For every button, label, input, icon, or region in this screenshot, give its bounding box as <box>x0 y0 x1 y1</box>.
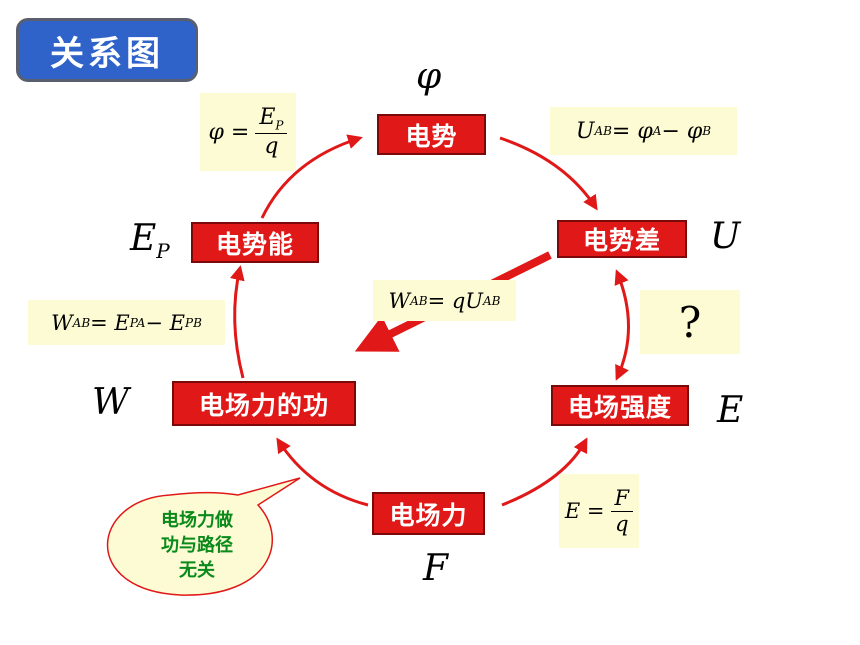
title-badge: 关系图 <box>16 18 198 82</box>
arrow-force-to-work <box>276 437 369 507</box>
symbol-E: E <box>717 390 744 431</box>
callout-bubble <box>106 477 301 596</box>
node-potential: 电势 <box>377 114 486 155</box>
symbol-W: W <box>92 382 130 423</box>
callout-text: 电场力做 功与路径 无关 <box>122 508 272 583</box>
symbol-phi: φ <box>416 56 442 97</box>
arrow-force-to-field-strength <box>501 437 588 507</box>
symbol-EP: EP <box>130 218 170 264</box>
callout-line: 无关 <box>179 560 215 581</box>
arrow-work-to-potential-energy <box>229 265 245 379</box>
node-field-work: 电场力的功 <box>172 381 356 426</box>
node-field-force: 电场力 <box>372 492 485 535</box>
unknown-relation-mark: ? <box>640 290 740 354</box>
arrow-potential-to-difference <box>499 136 598 211</box>
diagram-title: 关系图 <box>50 33 164 74</box>
callout-line: 电场力做 <box>161 510 233 531</box>
symbol-U: U <box>710 216 741 257</box>
node-potential-energy: 电势能 <box>191 222 319 263</box>
arrow-difference-field-strength <box>614 269 630 381</box>
node-field-strength: 电场强度 <box>551 385 689 426</box>
callout-line: 功与路径 <box>161 535 233 556</box>
symbol-F: F <box>423 548 448 589</box>
node-potential-difference: 电势差 <box>557 220 687 258</box>
arrow-potential-energy-to-potential <box>260 134 363 219</box>
